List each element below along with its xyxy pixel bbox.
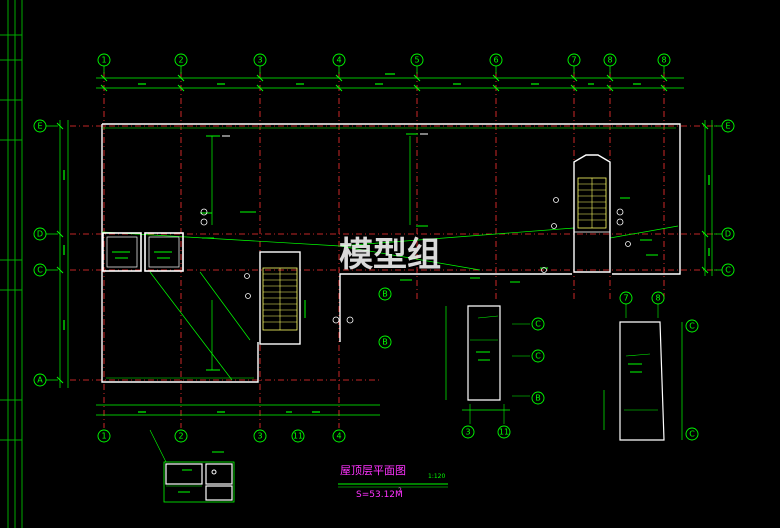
drawing-area-unit: 2 (398, 487, 402, 494)
axis-bottom-3: 3 (257, 432, 262, 441)
axis-bottom-4: 4 (336, 432, 341, 441)
detail1-axis-3: 3 (465, 428, 470, 437)
drawing-scale: 1:120 (428, 473, 445, 480)
axis-top-8a: 8 (607, 56, 612, 65)
detail-plan-2 (603, 298, 683, 441)
detail1-axis-C2: C (535, 352, 541, 361)
detail2-axis-8: 8 (655, 294, 660, 303)
axis-bottom-1: 1 (101, 432, 106, 441)
axis-top-2: 2 (178, 56, 183, 65)
callout-B-2: B (382, 338, 388, 347)
axis-left-A: A (37, 376, 43, 385)
dimension-text (63, 73, 710, 413)
axis-bubbles (33, 53, 735, 443)
axis-bottom-2: 2 (178, 432, 183, 441)
drawing-area: S=53.12M (356, 490, 403, 500)
detail2-axis-C2: C (689, 430, 695, 439)
detail2-axis-7: 7 (623, 294, 628, 303)
stair-core-right (573, 154, 611, 273)
dimension-lines (56, 74, 713, 416)
roof-outline (101, 123, 681, 383)
axis-top-8b: 8 (661, 56, 666, 65)
axis-top-5: 5 (414, 56, 419, 65)
axis-right-D: D (725, 230, 731, 239)
axis-top-7: 7 (571, 56, 576, 65)
axis-right-C: C (725, 266, 731, 275)
axis-top-4: 4 (336, 56, 341, 65)
tank-labels (112, 251, 172, 259)
detail1-axis-C1: C (535, 320, 541, 329)
axis-bottom-11: 11 (293, 432, 303, 441)
watermark: 模型组 (339, 235, 441, 275)
axis-labels: 1 2 3 4 5 6 7 8 8 1 2 3 11 4 E D C A E D… (37, 56, 731, 441)
drawing-title-block: 屋顶层平面图 1:120 S=53.12M 2 (338, 464, 448, 500)
stair-core-left (259, 251, 301, 345)
axis-left-C: C (37, 266, 43, 275)
axis-left-D: D (37, 230, 43, 239)
drawing-title: 屋顶层平面图 (340, 464, 406, 477)
detail1-axis-B: B (535, 394, 541, 403)
axis-left-E: E (37, 122, 42, 131)
detail2-axis-C1: C (689, 322, 695, 331)
axis-right-E: E (725, 122, 730, 131)
drain-symbols (200, 197, 631, 324)
detail1-axis-11: 11 (499, 428, 509, 437)
axis-top-3: 3 (257, 56, 262, 65)
detail-plan-1 (445, 305, 530, 424)
annotations (200, 133, 658, 371)
tank-boxes (102, 232, 184, 272)
drawing-frame (0, 0, 23, 528)
axis-top-1: 1 (101, 56, 106, 65)
callout-B-1: B (382, 290, 388, 299)
detail-bottom-left (149, 429, 235, 503)
axis-top-6: 6 (493, 56, 498, 65)
